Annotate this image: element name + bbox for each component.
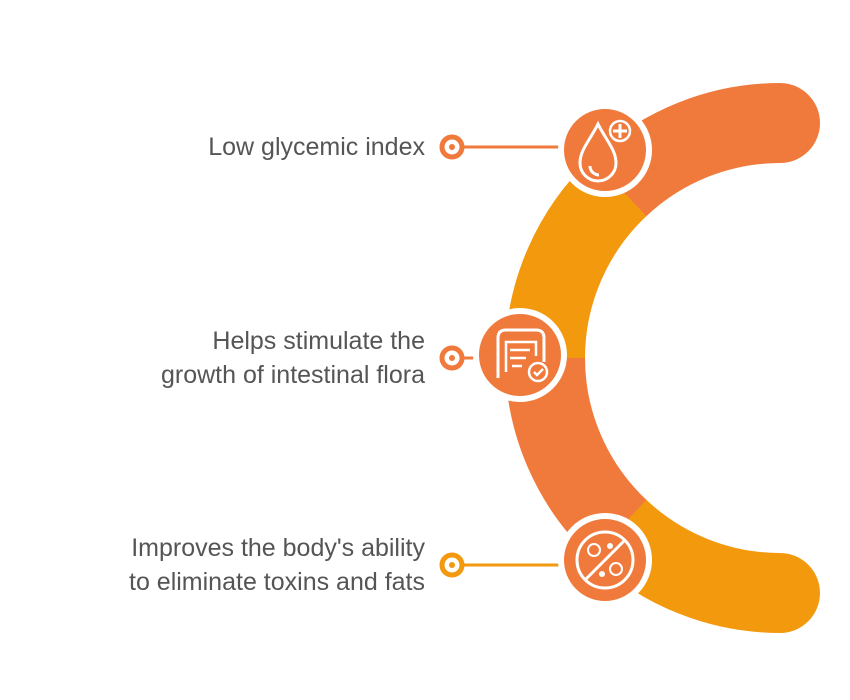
connector-2 [439,345,480,371]
connector-1 [439,134,565,160]
benefit-text: growth of intestinal flora [160,361,425,389]
intestine-check-icon [473,308,567,402]
benefit-text: to eliminate toxins and fats [129,568,425,596]
benefit-label-2: Helps stimulate the growth of intestinal… [161,324,425,392]
benefit-label-3: Improves the body's ability to eliminate… [129,531,425,599]
benefit-text: Low glycemic index [208,133,425,161]
no-bacteria-icon [558,513,652,607]
benefit-label-1: Low glycemic index [208,130,425,164]
benefit-text: Improves the body's ability [131,534,425,562]
benefit-text: Helps stimulate the [212,327,425,355]
connector-3 [439,552,565,578]
blood-drop-plus-icon [558,103,652,197]
